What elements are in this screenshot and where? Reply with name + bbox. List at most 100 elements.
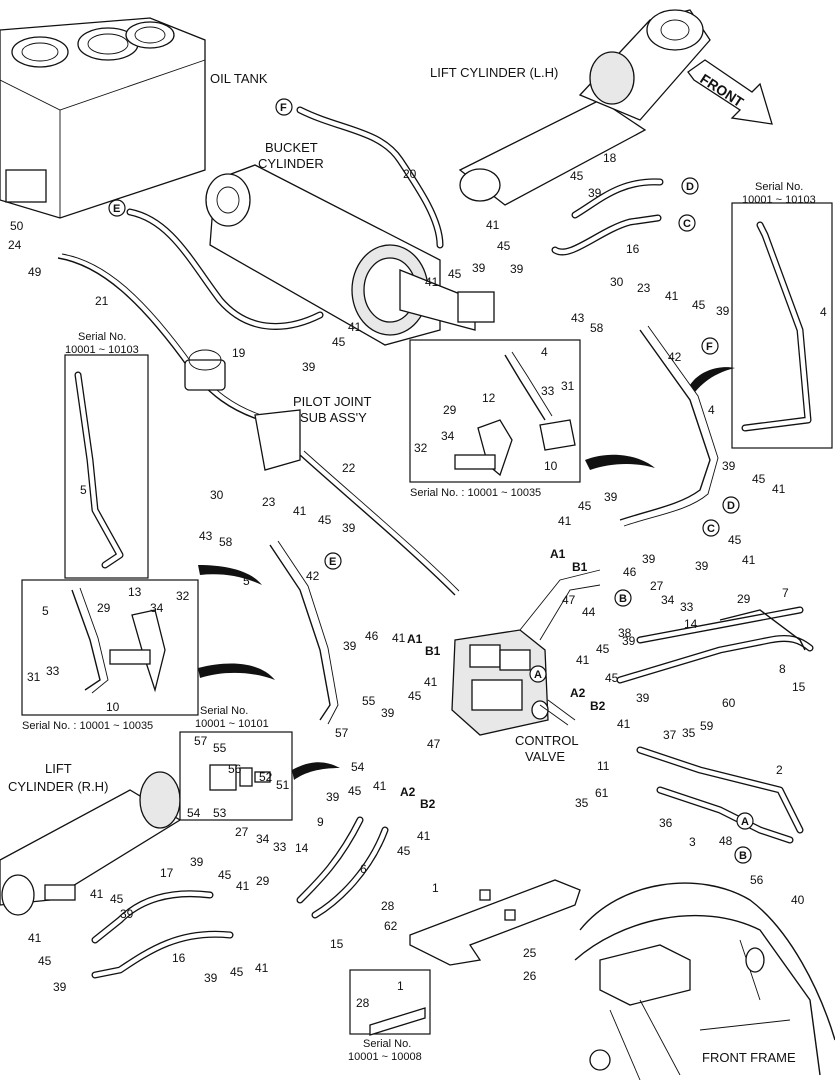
part-number-p39g: 39 [604,490,618,504]
part-number-p58b: 58 [219,535,233,549]
part-number-p38: 38 [618,626,632,640]
part-number-p16a: 16 [626,242,640,256]
part-number-p59: 59 [700,719,714,733]
part-number-p5b: 5 [243,574,250,588]
part-number-p3: 3 [689,835,696,849]
part-number-p47b: 47 [427,737,441,751]
part-number-p46b: 46 [365,629,379,643]
part-number-p18: 18 [603,151,617,165]
part-number-p45c: 45 [570,169,584,183]
part-number-p43a: 43 [571,311,585,325]
part-number-p27b: 27 [235,825,249,839]
part-number-p43b: 43 [199,529,213,543]
caption-bucket-1: BUCKET [265,140,318,155]
serial-right-1: Serial No. [755,181,803,193]
part-number-p45k: 45 [605,671,619,685]
marker-e-top: E [113,203,120,215]
part-number-p42b: 42 [306,569,320,583]
part-number-p39f: 39 [342,521,356,535]
part-number-p41o: 41 [236,879,250,893]
part-number-p39d: 39 [510,262,524,276]
part-number-p35a: 35 [682,726,696,740]
part-number-p39o: 39 [326,790,340,804]
part-number-p39m: 39 [343,639,357,653]
part-number-p32a: 32 [414,441,428,455]
part-number-p46a: 46 [623,565,637,579]
part-number-p20: 20 [403,167,417,181]
marker-b-valve: B [619,593,627,605]
hoses [57,106,814,979]
part-number-p45l: 45 [408,689,422,703]
part-number-p41d: 41 [665,289,679,303]
part-number-p34d: 34 [256,832,270,846]
callout-swooshes [198,367,735,780]
serial-small-1: Serial No. [200,705,248,717]
part-number-p45o: 45 [218,868,232,882]
part-number-p30a: 30 [610,275,624,289]
part-number-p42a: 42 [668,350,682,364]
serial-bottom-2: 10001 ~ 10008 [348,1051,422,1063]
serial-right-2: 10001 ~ 10103 [742,194,816,206]
part-number-p5c: 5 [42,604,49,618]
part-number-p39n: 39 [381,706,395,720]
part-number-p41j: 41 [617,717,631,731]
part-number-p44: 44 [582,605,596,619]
part-number-p41k: 41 [392,631,406,645]
part-number-p39q: 39 [120,907,134,921]
part-number-p33a: 33 [541,384,555,398]
marker-b-bottom: B [739,850,747,862]
part-number-p22: 22 [342,461,356,475]
part-number-p29a: 29 [443,403,457,417]
part-number-p57a: 57 [335,726,349,740]
part-number-p41e: 41 [293,504,307,518]
part-number-p5a: 5 [80,483,87,497]
part-number-p55b: 55 [213,741,227,755]
part-number-p39h: 39 [642,552,656,566]
lift-cylinder-rh [0,771,182,916]
part-number-p27a: 27 [650,579,664,593]
label-b2-right: B2 [590,699,606,713]
caption-lift-rh-2: CYLINDER (R.H) [8,779,108,794]
part-number-p9: 9 [317,815,324,829]
part-number-p45q: 45 [38,954,52,968]
part-number-p41q: 41 [28,931,42,945]
part-number-p45f: 45 [318,513,332,527]
part-number-p41g: 41 [742,553,756,567]
part-number-p41h: 41 [772,482,786,496]
part-number-p49: 49 [28,265,42,279]
marker-e-left: E [329,556,336,568]
part-number-p26: 26 [523,969,537,983]
serial-center: Serial No. : 10001 ~ 10035 [410,487,541,499]
serial-bottom-1: Serial No. [363,1038,411,1050]
marker-f-right: F [706,341,713,353]
part-number-p45a: 45 [332,335,346,349]
caption-front-frame: FRONT FRAME [702,1050,796,1065]
part-number-p36: 36 [659,816,673,830]
part-number-p23b: 23 [262,495,276,509]
part-number-p19: 19 [232,346,246,360]
part-number-p58a: 58 [590,321,604,335]
part-number-p39j: 39 [695,559,709,573]
marker-a-bottom: A [741,816,749,828]
part-number-p2: 2 [776,763,783,777]
part-number-p41f: 41 [558,514,572,528]
marker-f-top: F [280,102,287,114]
label-b1-right: B1 [572,560,588,574]
part-number-p39r: 39 [53,980,67,994]
lift-cylinder-lh [458,9,711,206]
part-number-p28b: 28 [356,996,370,1010]
part-number-p45g: 45 [578,499,592,513]
part-number-p34c: 34 [661,593,675,607]
part-number-p51: 51 [276,778,290,792]
part-number-p15a: 15 [792,680,806,694]
label-b1-left: B1 [425,644,441,658]
caption-bucket-2: CYLINDER [258,156,324,171]
part-number-p45e: 45 [692,298,706,312]
part-number-p24: 24 [8,238,22,252]
caption-lift-rh-1: LIFT [45,761,72,776]
label-b2-left: B2 [420,797,436,811]
detail-box-small [179,731,293,821]
part-number-p55a: 55 [362,694,376,708]
part-number-p54a: 54 [351,760,365,774]
